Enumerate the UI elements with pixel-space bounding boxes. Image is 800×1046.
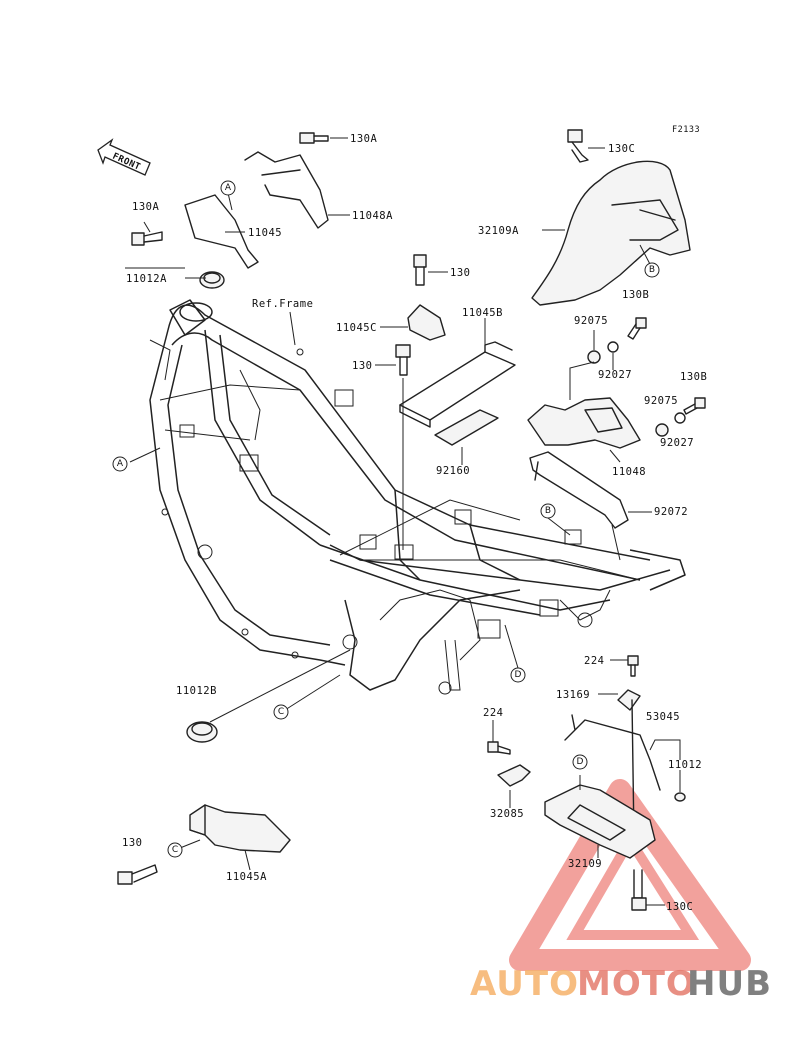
svg-text:C: C (172, 845, 178, 855)
label-92160: 92160 (436, 465, 470, 477)
label-130a-top: 130A (350, 133, 377, 145)
label-32109a: 32109A (478, 225, 519, 237)
ref-circle-d-tray: D (572, 754, 588, 770)
bolt-130a-top (299, 132, 348, 144)
svg-text:A: A (225, 183, 232, 193)
tray-32109 (544, 775, 656, 859)
bracket-11045c (380, 304, 446, 341)
label-130b-top: 130B (622, 289, 649, 301)
ref-circle-d-frame: D (510, 667, 526, 683)
bracket-32085 (497, 764, 531, 808)
bolt-130b-top (627, 317, 647, 340)
ref-circle-c-frame: C (273, 704, 289, 720)
washer-92027-a (607, 341, 619, 370)
label-32109: 32109 (568, 858, 602, 870)
bracket-11048a (244, 151, 350, 229)
label-53045: 53045 (646, 711, 680, 723)
label-130-mid: 130 (450, 267, 470, 279)
watermark-moto: MOTO (577, 964, 696, 1004)
bolt-130-lower (375, 344, 411, 550)
label-92075-a: 92075 (574, 315, 608, 327)
tray-11045b (399, 318, 516, 428)
bolt-130b-right (683, 397, 706, 415)
svg-text:D: D (577, 757, 584, 767)
collar-92075-b (655, 423, 669, 437)
bolt-130c-bottom (631, 869, 665, 911)
label-130c-top: 130C (608, 143, 635, 155)
bolt-130a-left (131, 231, 163, 246)
label-11012: 11012 (668, 759, 702, 771)
svg-text:C: C (278, 707, 284, 717)
label-224-b: 224 (483, 707, 503, 719)
label-11048a: 11048A (352, 210, 393, 222)
label-11045a: 11045A (226, 871, 267, 883)
label-130a-left: 130A (132, 201, 159, 213)
label-130-lower: 130 (352, 360, 372, 372)
label-13169: 13169 (556, 689, 590, 701)
svg-text:A: A (117, 459, 124, 469)
label-92027-b: 92027 (660, 437, 694, 449)
label-130c-bottom: 130C (666, 901, 693, 913)
pad-92160 (434, 409, 499, 465)
label-11012a: 11012A (126, 273, 167, 285)
bolt-130c-top (567, 129, 605, 163)
ref-circle-c-bracket: C (167, 842, 183, 858)
label-224-a: 224 (584, 655, 604, 667)
svg-text:D: D (515, 670, 522, 680)
label-11048: 11048 (612, 466, 646, 478)
bolt-130-mid (413, 254, 448, 286)
watermark-hub: HUB (687, 964, 772, 1004)
ref-circle-a-top: A (220, 180, 236, 196)
grommet-11012b (186, 649, 351, 743)
part-labels: 130A 130C 130A 11048A 32109A 11045 130 1… (122, 133, 707, 913)
ref-circle-b-cover: B (644, 262, 660, 278)
cover-32109a (531, 160, 691, 306)
strap-92072 (529, 451, 652, 561)
label-92072: 92072 (654, 506, 688, 518)
label-32085: 32085 (490, 808, 524, 820)
label-130b-right: 130B (680, 371, 707, 383)
collar-92075-a (587, 330, 601, 364)
label-11045c: 11045C (336, 322, 377, 334)
ref-circle-a-frame: A (112, 456, 128, 472)
ref-circle-b-frame: B (540, 503, 556, 519)
svg-text:B: B (649, 265, 655, 275)
front-direction-arrow: FRONT (97, 138, 151, 176)
grommet-11012a (199, 271, 225, 289)
label-92075-b: 92075 (644, 395, 678, 407)
bolt-130-bottom (117, 864, 158, 885)
bracket-11045 (184, 194, 259, 269)
watermark-logo (509, 779, 751, 971)
grommet-11012 (674, 792, 686, 802)
label-92027-a: 92027 (598, 369, 632, 381)
figure-code: F2133 (672, 125, 700, 135)
label-11045: 11045 (248, 227, 282, 239)
bolt-224-b (487, 720, 511, 755)
label-11012b: 11012B (176, 685, 217, 697)
bolt-224-a (610, 655, 639, 677)
label-130-bottom: 130 (122, 837, 142, 849)
ref-frame-label: Ref.Frame (252, 298, 313, 310)
washer-92027-b (674, 412, 686, 424)
label-11045b: 11045B (462, 307, 503, 319)
watermark-text: AUTO MOTO HUB (470, 964, 772, 1004)
clamp-13169 (598, 689, 641, 711)
motorcycle-frame (149, 299, 686, 695)
bracket-11045a (189, 804, 291, 871)
watermark-auto: AUTO (470, 964, 579, 1004)
bracket-11048 (527, 361, 641, 463)
svg-text:B: B (545, 506, 551, 516)
